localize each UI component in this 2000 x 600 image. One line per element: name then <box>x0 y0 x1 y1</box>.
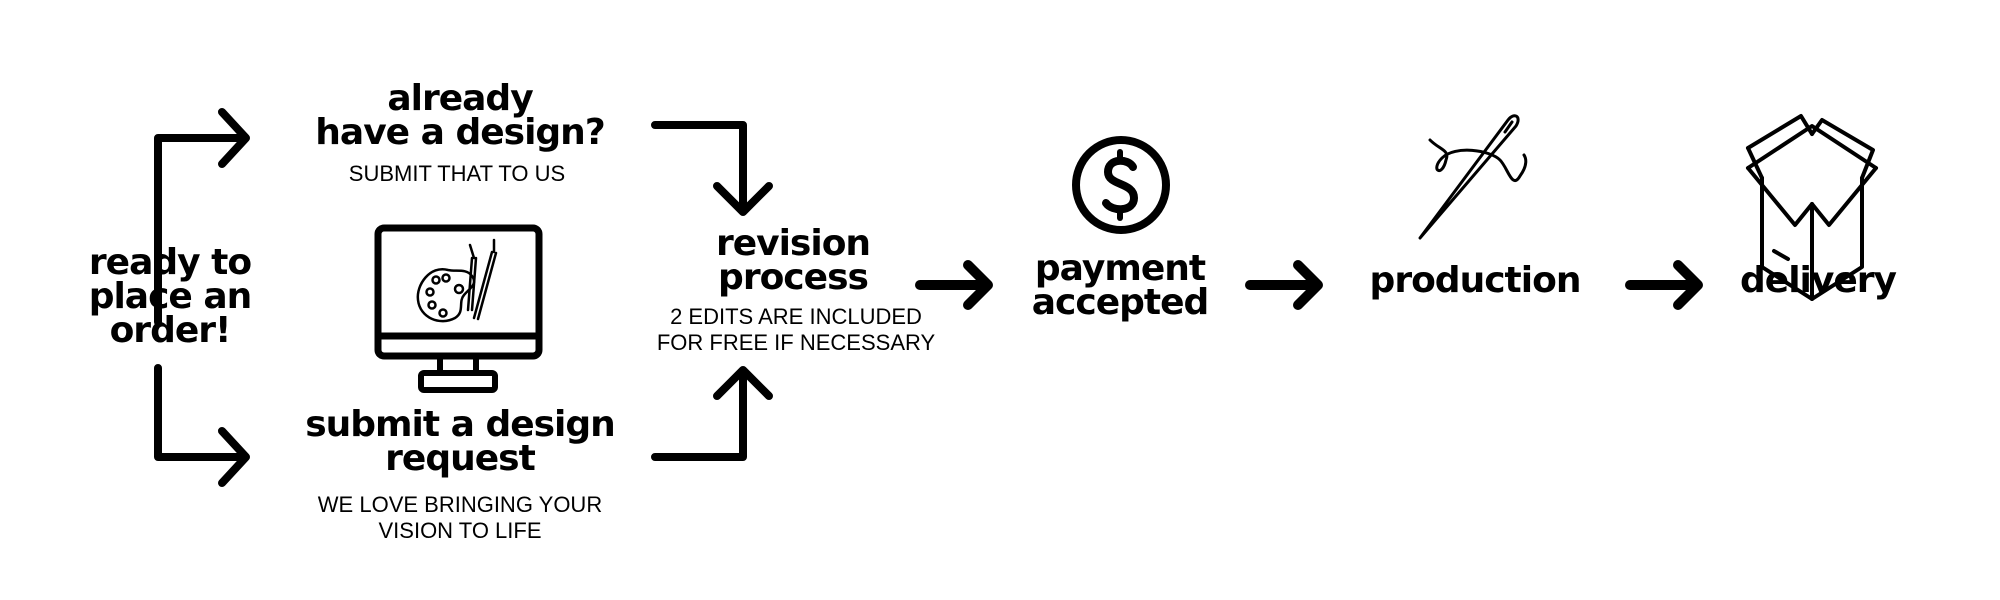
open-box-icon <box>1746 114 1878 301</box>
title-line: submit a design <box>305 404 616 445</box>
start-line: place an <box>88 276 253 317</box>
title-line: process <box>718 257 869 298</box>
arrow-to-revision-top <box>651 121 773 216</box>
needle-thread-icon <box>1418 114 1528 240</box>
subtitle-line: WE LOVE BRINGING YOUR <box>317 492 603 517</box>
delivery-title: delivery <box>1740 260 1897 301</box>
arrow-revision-to-payment <box>915 260 993 310</box>
arrow-payment-to-production <box>1245 260 1323 310</box>
title-line: have a design? <box>315 112 605 153</box>
title-line: request <box>385 438 536 479</box>
title-line: revision <box>715 223 871 264</box>
arrow-to-revision-bottom <box>651 366 773 461</box>
branch-arrow-up <box>154 108 250 326</box>
start-line: order! <box>109 310 232 351</box>
arrow-production-to-delivery <box>1625 260 1703 310</box>
monitor-palette-icon <box>374 224 543 393</box>
subtitle-line: 2 EDITS ARE INCLUDED <box>670 304 922 329</box>
revision-title: revision process <box>715 223 871 298</box>
design-request-subtitle: WE LOVE BRINGING YOUR VISION TO LIFE <box>318 492 602 544</box>
subtitle-line: VISION TO LIFE <box>378 518 542 543</box>
start-line: ready to <box>88 242 252 283</box>
subtitle-line: FOR FREE IF NECESSARY <box>656 330 936 355</box>
title-line: already <box>387 78 533 119</box>
production-title: production <box>1369 260 1582 301</box>
have-design-title: already have a design? <box>315 78 605 153</box>
branch-arrow-down <box>154 364 250 487</box>
design-request-title: submit a design request <box>305 404 616 479</box>
revision-subtitle: 2 EDITS ARE INCLUDED FOR FREE IF NECESSA… <box>657 304 935 356</box>
start-label: ready to place an order! <box>88 242 253 351</box>
title-line: accepted <box>1031 282 1210 323</box>
payment-title: payment accepted <box>1031 248 1210 323</box>
dollar-coin-icon <box>1072 136 1170 234</box>
title-line: payment <box>1034 248 1206 289</box>
have-design-subtitle: SUBMIT THAT TO US <box>348 161 566 186</box>
